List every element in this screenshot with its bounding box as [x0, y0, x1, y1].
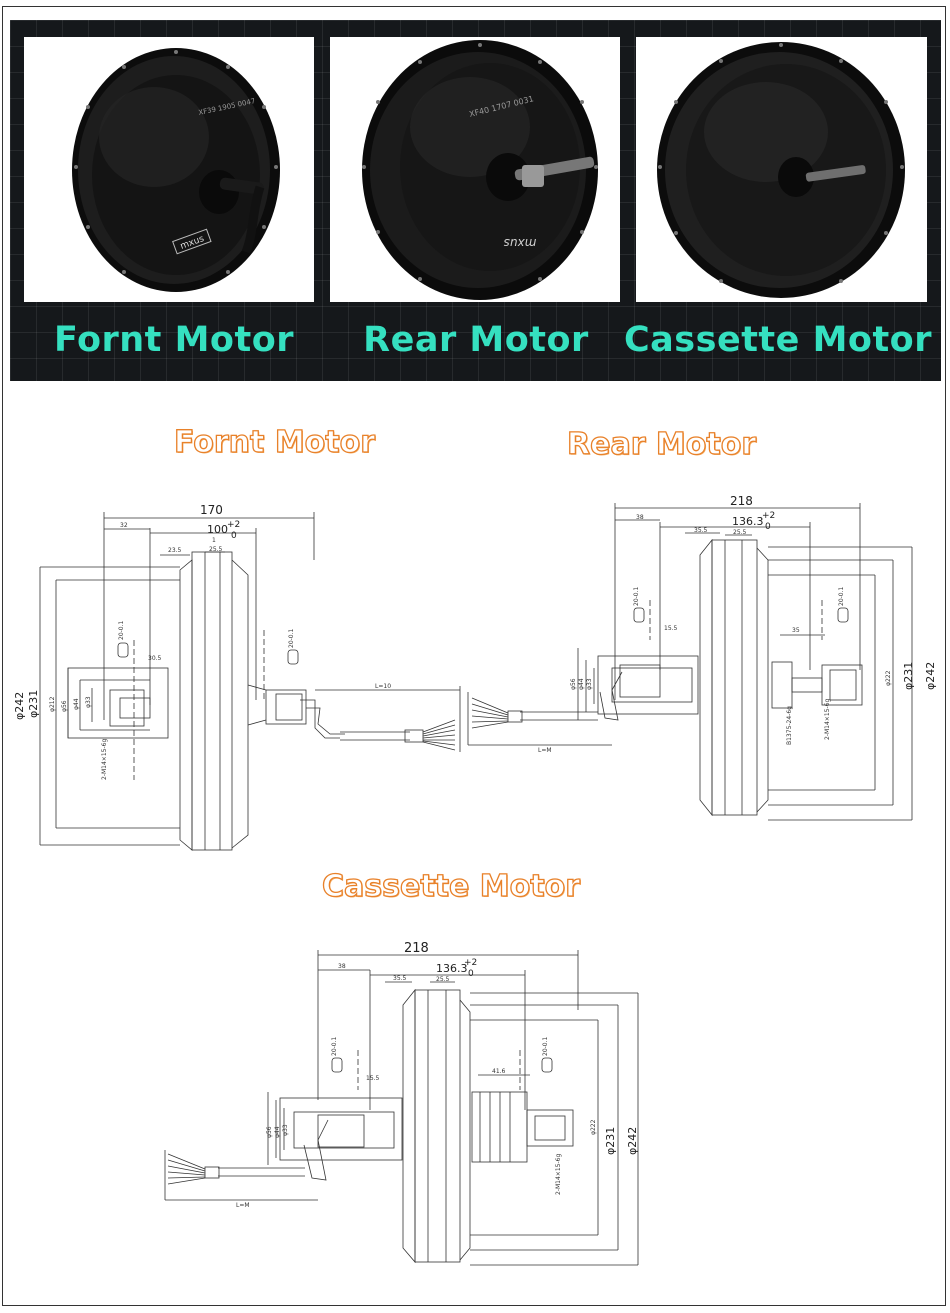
cassette-dim-56: φ56: [266, 1126, 273, 1138]
banner-label-rear: Rear Motor: [363, 320, 589, 360]
rear-dim-231: φ231: [902, 662, 915, 690]
cassette-tol-zero: 0: [468, 969, 474, 979]
cassette-dim-15-5: 15.5: [366, 1075, 380, 1082]
cassette-drawing-title: Cassette Motor: [321, 868, 581, 904]
cassette-washer-right: 20-0.1: [542, 1036, 549, 1056]
rear-dim-hub: 136.3: [732, 515, 764, 528]
banner-label-front: Fornt Motor: [53, 320, 295, 360]
cassette-dim-222: φ222: [590, 1119, 597, 1135]
cassette-dim-overall: 218: [404, 941, 429, 956]
cassette-dim-33: φ33: [282, 1124, 289, 1136]
cassette-thread: 2-M14×15-6g: [555, 1154, 562, 1195]
cassette-washer-left: 20-0.1: [331, 1036, 338, 1056]
front-motor-photo: XF39 1905 0047 mxus: [24, 37, 314, 302]
front-dim-33: φ33: [85, 696, 92, 708]
motor-photo-banner: XF39 1905 0047 mxus XF40 1707 0031 mxu: [10, 20, 941, 381]
front-dim-44: φ44: [73, 698, 80, 710]
rear-motor-photo: XF40 1707 0031 mxus: [330, 37, 620, 302]
banner-label-cassette: Cassette Motor: [623, 320, 932, 360]
cassette-dim-38: 38: [338, 963, 346, 970]
rear-drawing-title: Rear Motor: [566, 426, 757, 462]
front-tol-plus: +2: [227, 520, 240, 530]
front-motor-image: XF39 1905 0047 mxus: [72, 48, 280, 292]
rear-washer-left: 20-0.1: [633, 586, 640, 606]
rear-dim-15-5: 15.5: [664, 625, 678, 632]
rear-dim-35: 35: [792, 627, 800, 634]
front-cable-length: L=10: [375, 683, 391, 690]
front-dim-overall: 170: [200, 503, 223, 517]
front-dim-242: φ242: [13, 692, 26, 720]
cassette-dim-35-5: 35.5: [393, 975, 407, 982]
cassette-dim-242: φ242: [626, 1127, 639, 1155]
front-dim-212: φ212: [49, 696, 56, 712]
rear-dim-35-5: 35.5: [694, 527, 708, 534]
front-dim-30-5: 30.5: [148, 655, 162, 662]
rear-spline: B1375-24-6g: [786, 706, 793, 745]
cassette-tol-plus: +2: [464, 958, 477, 968]
rear-dim-44: φ44: [578, 678, 585, 690]
rear-dim-overall: 218: [730, 494, 753, 508]
front-dim-25-5: 25.5: [209, 546, 223, 553]
rear-dim-25-5: 25.5: [733, 529, 747, 536]
cassette-motor-photo: [636, 37, 927, 302]
front-thread: 2-M14×15-6g: [101, 739, 108, 780]
front-dim-23-5: 23.5: [168, 547, 182, 554]
front-motor-drawing: [39, 512, 461, 851]
cassette-dim-25-5: 25.5: [436, 976, 450, 983]
front-dim-231: φ231: [27, 690, 40, 718]
front-washer-right: 20-0.1: [288, 628, 295, 648]
front-tol-zero: 0: [231, 531, 237, 541]
rear-dim-222: φ222: [885, 670, 892, 686]
rear-dim-56: φ56: [570, 678, 577, 690]
front-dimension-labels: 170 100 +2 0 32 23.5 25.5 1 30.5 L=10 φ2…: [13, 503, 391, 780]
rear-dimension-labels: 218 136.3 +2 0 38 35.5 25.5 15.5 35 L=M …: [538, 494, 937, 754]
rear-brand-text: mxus: [504, 236, 537, 250]
rear-motor-image: XF40 1707 0031 mxus: [362, 40, 598, 300]
front-drawing-title: Fornt Motor: [173, 424, 376, 460]
rear-dim-242: φ242: [924, 662, 937, 690]
rear-tol-zero: 0: [765, 522, 771, 532]
rear-cable-length: L=M: [538, 747, 552, 754]
rear-dim-33: φ33: [586, 678, 593, 690]
rear-washer-right: 20-0.1: [838, 586, 845, 606]
rear-motor-drawing: [467, 503, 913, 821]
cassette-dimension-labels: 218 136.3 +2 0 38 35.5 25.5 15.5 41.6 L=…: [236, 941, 639, 1209]
front-dim-1: 1: [212, 537, 216, 544]
rear-thread: 2-M14×15-6g: [824, 699, 831, 740]
front-dim-32: 32: [120, 522, 128, 529]
rear-tol-plus: +2: [762, 511, 775, 521]
front-washer-left: 20-0.1: [118, 620, 125, 640]
front-dim-56: φ56: [61, 700, 68, 712]
cassette-motor-image: [657, 42, 905, 298]
cassette-motor-drawing: [164, 950, 639, 1266]
cassette-dim-44: φ44: [274, 1126, 281, 1138]
cassette-cable-length: L=M: [236, 1202, 250, 1209]
cassette-dim-hub: 136.3: [436, 962, 468, 975]
front-dim-hub: 100: [207, 523, 228, 536]
cassette-dim-231: φ231: [604, 1127, 617, 1155]
rear-dim-38: 38: [636, 514, 644, 521]
cassette-dim-41-6: 41.6: [492, 1068, 506, 1075]
